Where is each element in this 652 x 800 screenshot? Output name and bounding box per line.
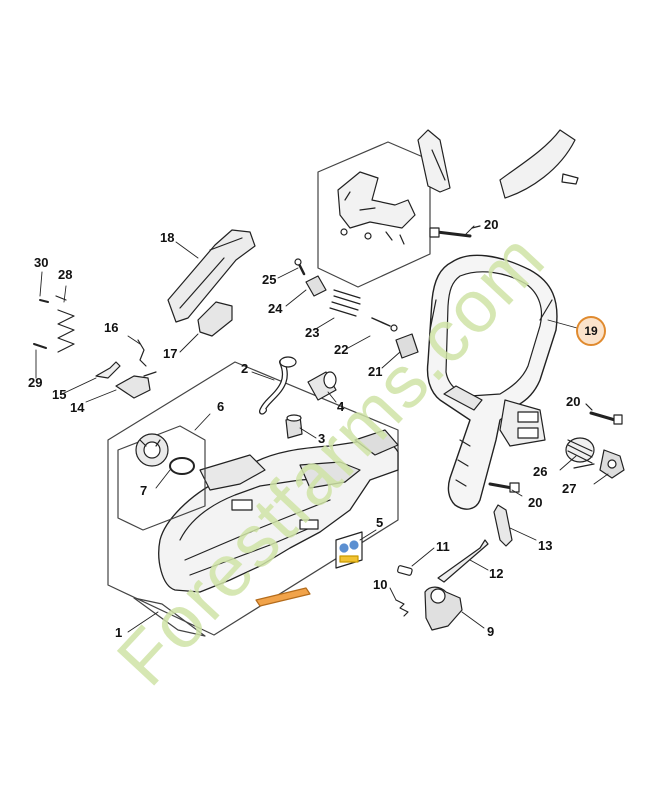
oil-pump-box xyxy=(117,425,206,531)
hose-2 xyxy=(259,356,297,415)
part-label-20-top[interactable]: 20 xyxy=(484,217,499,232)
part-label-28[interactable]: 28 xyxy=(58,267,73,282)
part-label-3[interactable]: 3 xyxy=(318,431,326,446)
pin-11 xyxy=(397,565,413,576)
part-label-20-right[interactable]: 20 xyxy=(566,394,581,409)
part-label-25[interactable]: 25 xyxy=(262,272,277,287)
valve-3 xyxy=(285,414,303,439)
spring-23 xyxy=(329,289,361,317)
sticker-5 xyxy=(335,531,363,569)
part-label-24[interactable]: 24 xyxy=(268,301,283,316)
leader-lines xyxy=(35,225,609,633)
part-label-27[interactable]: 27 xyxy=(562,481,577,496)
spring-28 xyxy=(55,295,75,353)
part-label-14[interactable]: 14 xyxy=(70,400,85,415)
top-handle-fragment xyxy=(417,129,579,199)
rod-12 xyxy=(437,539,489,583)
bolt-25 xyxy=(294,258,306,276)
oil-filter-4 xyxy=(307,371,337,401)
part-label-1[interactable]: 1 xyxy=(115,625,123,640)
screw-22 xyxy=(371,317,398,332)
part-label-15[interactable]: 15 xyxy=(52,387,67,402)
part-label-29[interactable]: 29 xyxy=(28,375,43,390)
rear-handle-bracket-box xyxy=(317,141,431,288)
bolt-20-lower xyxy=(488,482,520,493)
carrier-14 xyxy=(115,371,157,399)
part-label-11[interactable]: 11 xyxy=(436,539,450,554)
bolt-20-right xyxy=(585,403,623,425)
screw-29 xyxy=(33,343,47,349)
part-label-12[interactable]: 12 xyxy=(489,566,504,581)
spring-10 xyxy=(395,599,409,617)
housing-box xyxy=(107,361,399,636)
part-label-4[interactable]: 4 xyxy=(337,399,345,414)
crankcase-housing xyxy=(158,429,399,593)
part-label-16[interactable]: 16 xyxy=(104,320,119,335)
part-label-5[interactable]: 5 xyxy=(376,515,384,530)
buffer-27 xyxy=(599,449,625,479)
lever-13 xyxy=(493,504,513,547)
part-label-7[interactable]: 7 xyxy=(140,483,148,498)
spring-26 xyxy=(565,437,595,469)
screw-30 xyxy=(39,299,49,303)
wire-16 xyxy=(137,339,147,367)
part-label-23[interactable]: 23 xyxy=(305,325,320,340)
part-label-2[interactable]: 2 xyxy=(241,361,249,376)
front-handle xyxy=(426,254,558,510)
bracket-15 xyxy=(95,361,121,379)
part-label-10[interactable]: 10 xyxy=(373,577,388,592)
part-label-9[interactable]: 9 xyxy=(487,624,495,639)
part-label-6[interactable]: 6 xyxy=(217,399,225,414)
cover-17 xyxy=(197,301,233,337)
highlighted-part-badge-19[interactable]: 19 xyxy=(576,316,606,346)
part-label-18[interactable]: 18 xyxy=(160,230,175,245)
part-label-21[interactable]: 21 xyxy=(368,364,383,379)
damper-21 xyxy=(395,333,419,359)
plug-24 xyxy=(305,275,327,297)
bolt-20-top xyxy=(429,225,481,238)
trigger-9 xyxy=(424,586,463,631)
part-label-30[interactable]: 30 xyxy=(34,255,49,270)
strip-1 xyxy=(133,587,311,637)
handle-cover-18 xyxy=(167,229,256,323)
part-label-26[interactable]: 26 xyxy=(533,464,548,479)
part-label-13[interactable]: 13 xyxy=(538,538,553,553)
part-label-20-lower[interactable]: 20 xyxy=(528,495,543,510)
part-label-17[interactable]: 17 xyxy=(163,346,178,361)
part-label-22[interactable]: 22 xyxy=(334,342,349,357)
